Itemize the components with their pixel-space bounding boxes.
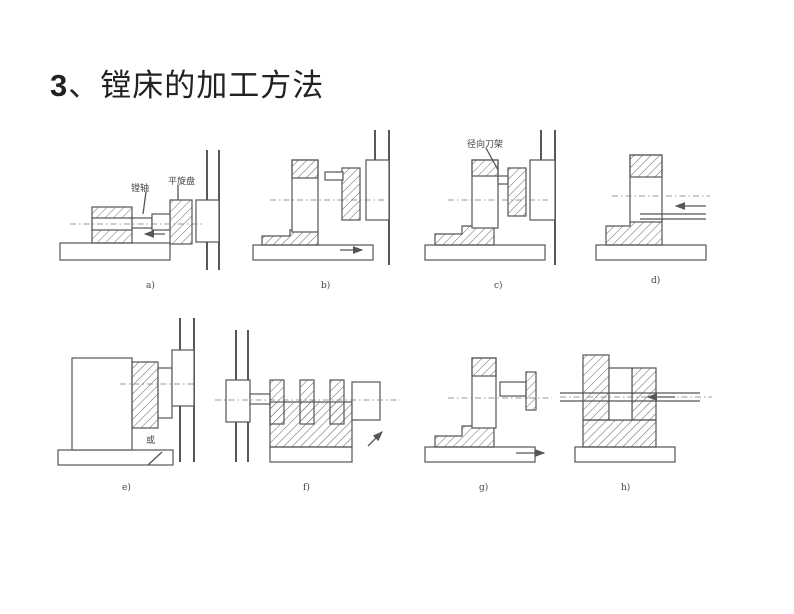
subfigure-label-a: a) <box>146 280 155 291</box>
subfigure-label-f: f) <box>303 482 310 493</box>
diagram-b <box>252 130 390 265</box>
diagram-f <box>215 330 400 463</box>
annot-facing-head: 平旋盘 <box>168 175 195 187</box>
title-text: 、镗床的加工方法 <box>68 68 325 104</box>
title-number: 3 <box>50 68 69 103</box>
diagram-a <box>59 150 220 270</box>
subfigure-label-c: c) <box>494 280 503 291</box>
subfigure-label-b: b) <box>321 280 330 291</box>
diagram-g <box>424 357 552 463</box>
diagram-d <box>595 154 710 261</box>
subfigure-label-h: h) <box>621 482 630 493</box>
annot-boring-spindle: 镗轴 <box>131 182 149 194</box>
annot-radial-tool-holder: 径向刀架 <box>467 138 503 150</box>
slide-title: 3、镗床的加工方法 <box>50 60 324 105</box>
diagram-e <box>57 318 196 466</box>
subfigure-label-d: d) <box>651 275 660 286</box>
subfigure-label-g: g) <box>479 482 488 493</box>
diagram-c <box>424 130 556 265</box>
annot-or: 或 <box>146 434 155 446</box>
diagram-h <box>560 354 712 463</box>
subfigure-label-e: e) <box>122 482 131 493</box>
